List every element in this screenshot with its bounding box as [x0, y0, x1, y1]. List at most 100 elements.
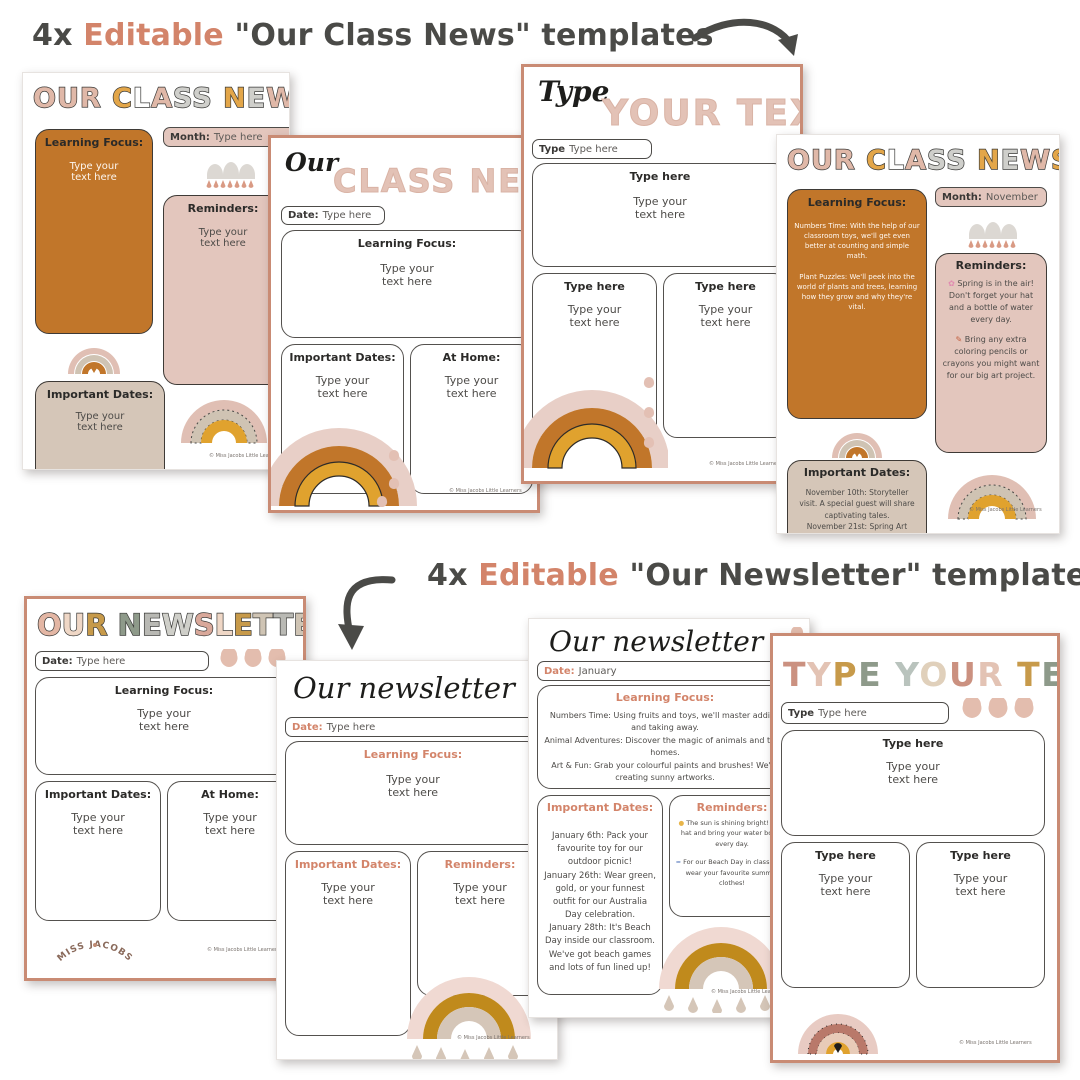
cloud-drops-icon — [968, 222, 1017, 248]
field-type[interactable]: Type Type here — [781, 702, 949, 724]
box-learning-focus[interactable]: Learning Focus: Type your text here — [285, 741, 541, 845]
box-reminders[interactable]: Reminders: Type your text here — [417, 851, 543, 996]
flower-icon: ✿ — [948, 279, 955, 288]
card-title-type-your-text: TYPE YOUR TEXT — [783, 655, 1057, 694]
box-body: Type your text here — [75, 411, 125, 433]
box-important-dates[interactable]: Important Dates: January 6th: Pack your … — [537, 795, 663, 995]
box-body: November 10th: Storyteller visit. A spec… — [799, 488, 915, 531]
field-label: Date: — [42, 655, 73, 667]
box-title: Type here — [950, 849, 1011, 862]
box-body: Type your text here — [315, 374, 370, 400]
rainbow-icon — [524, 377, 668, 469]
copyright-text: © Miss Jacobs Little Learners — [209, 453, 282, 459]
box-at-home[interactable]: At Home: Type your text here — [410, 344, 533, 494]
rainbow-icon — [271, 428, 417, 508]
section-1-accent: Editable — [83, 18, 224, 53]
box-body: Type your text here — [203, 811, 257, 837]
card-class-news-november[interactable]: OUR CLASS NEWS Learning Focus: Numbers T… — [776, 134, 1060, 534]
card-newsletter-january[interactable]: Our newsletter Date: January Learning Fo… — [528, 618, 810, 1018]
card-newsletter-type-your-text[interactable]: TYPE YOUR TEXT Type Type here Type here … — [770, 633, 1060, 1063]
box-reminders[interactable]: Reminders: Type your text here — [163, 195, 283, 385]
curved-arrow-icon-1 — [691, 18, 798, 56]
field-month[interactable]: Month: Type here — [163, 127, 289, 147]
box-1[interactable]: Type here Type your text here — [781, 730, 1045, 836]
field-date[interactable]: Date: Type here — [35, 651, 209, 671]
box-title: Type here — [564, 280, 625, 293]
box-3[interactable]: Type here Type your text here — [916, 842, 1045, 988]
card-type-your-text[interactable]: Type YOUR TEXT Type Type here Type here … — [521, 64, 803, 484]
card-title-script: Type — [538, 75, 610, 108]
box-body: Type your text here — [818, 872, 873, 898]
box-title: At Home: — [201, 788, 259, 801]
copyright-text: © Miss Jacobs Little Learners — [207, 947, 280, 953]
box-body: Type your text here — [380, 262, 434, 288]
rainbow-icon — [181, 400, 267, 444]
pencil-icon: ✎ — [955, 335, 963, 344]
section-1-rest: "Our Class News" templates — [234, 18, 714, 53]
box-body: Type your text here — [386, 773, 440, 799]
section-1-count: 4x — [32, 18, 73, 53]
field-value: January — [578, 665, 617, 677]
copyright-text: © Miss Jacobs Little Learners — [969, 507, 1042, 513]
field-value: Type here — [569, 143, 618, 155]
field-value: November — [985, 191, 1038, 203]
box-body: Type your text here — [633, 195, 687, 221]
box-title: Important Dates: — [294, 858, 402, 871]
box-at-home[interactable]: At Home: Type your text here — [167, 781, 293, 921]
box-title: Learning Focus: — [357, 237, 457, 250]
field-value: Type here — [818, 707, 867, 719]
field-date[interactable]: Date: Type here — [285, 717, 541, 737]
field-month[interactable]: Month: November — [935, 187, 1047, 207]
card-title-script: Our newsletter — [293, 671, 515, 705]
box-title: Learning Focus: — [615, 691, 715, 704]
card-newsletter-2[interactable]: Our newsletter Date: Type here Learning … — [276, 660, 558, 1060]
rainbow-icon — [798, 1014, 878, 1055]
card-newsletter-1[interactable]: OUR NEWSLETTER Date: Type here Learning … — [24, 596, 306, 981]
card-title-our-class-news: OUR CLASS NEWS — [32, 83, 289, 114]
card-class-news-1[interactable]: OUR CLASS NEWS Learning Focus: Type your… — [22, 72, 290, 470]
hearts-icon — [962, 698, 1034, 718]
field-label: Date: — [544, 665, 575, 677]
box-body-2: ✎ Bring any extra coloring pencils or cr… — [942, 335, 1040, 380]
copyright-text: © Miss Jacobs Little Learners — [449, 488, 522, 494]
field-type[interactable]: Type Type here — [532, 139, 652, 159]
box-3[interactable]: Type here Type your text here — [663, 273, 788, 438]
box-important-dates[interactable]: Important Dates: Type your text here — [285, 851, 411, 1036]
box-body: Type your text here — [453, 881, 507, 907]
box-title: Learning Focus: — [114, 684, 214, 697]
box-reminders[interactable]: Reminders: ✿ Spring is in the air! Don't… — [935, 253, 1047, 453]
copyright-text: © Miss Jacobs Little Learners — [959, 1040, 1032, 1046]
box-2[interactable]: Type here Type your text here — [781, 842, 910, 988]
card-class-news-2[interactable]: Our CLASS NEWS Date: Type here Learning … — [268, 135, 540, 513]
box-body-1: ✿ Spring is in the air! Don't forget you… — [948, 279, 1034, 324]
box-learning-focus[interactable]: Learning Focus: Numbers Time: With the h… — [787, 189, 927, 419]
box-body: Numbers Time: With the help of our class… — [794, 222, 920, 312]
box-title: Important Dates: — [803, 466, 911, 479]
box-title: At Home: — [442, 351, 501, 364]
box-important-dates[interactable]: Important Dates: November 10th: Storytel… — [787, 460, 927, 533]
box-learning-focus[interactable]: Learning Focus: Type your text here — [281, 230, 533, 338]
box-body: Type your text here — [321, 881, 375, 907]
box-important-dates[interactable]: Important Dates: Type your text here — [35, 381, 165, 469]
box-learning-focus[interactable]: Learning Focus: Type your text here — [35, 677, 293, 775]
box-important-dates[interactable]: Important Dates: Type your text here — [35, 781, 161, 921]
wave-icon: ≈ — [675, 858, 682, 867]
field-date[interactable]: Date: Type here — [281, 206, 385, 225]
copyright-text: © Miss Jacobs Little Learners — [709, 461, 782, 467]
box-title: Learning Focus: — [807, 196, 907, 209]
cloud-drops-icon — [206, 162, 255, 188]
box-body: Type your text here — [69, 161, 119, 183]
sun-icon: ● — [678, 819, 685, 827]
box-body: Type your text here — [886, 760, 940, 786]
field-label: Month: — [170, 131, 210, 143]
box-learning-focus[interactable]: Learning Focus: Numbers Time: Using frui… — [537, 685, 793, 789]
card-title-block: YOUR TEXT — [601, 93, 800, 135]
card-title-script: Our newsletter — [549, 625, 764, 658]
rainbow-icon — [68, 348, 120, 374]
box-learning-focus[interactable]: Learning Focus: Type your text here — [35, 129, 153, 334]
field-date[interactable]: Date: January — [537, 661, 793, 681]
field-label: Type — [539, 143, 566, 155]
rainbow-icon — [948, 475, 1036, 520]
box-1[interactable]: Type here Type your text here — [532, 163, 788, 267]
